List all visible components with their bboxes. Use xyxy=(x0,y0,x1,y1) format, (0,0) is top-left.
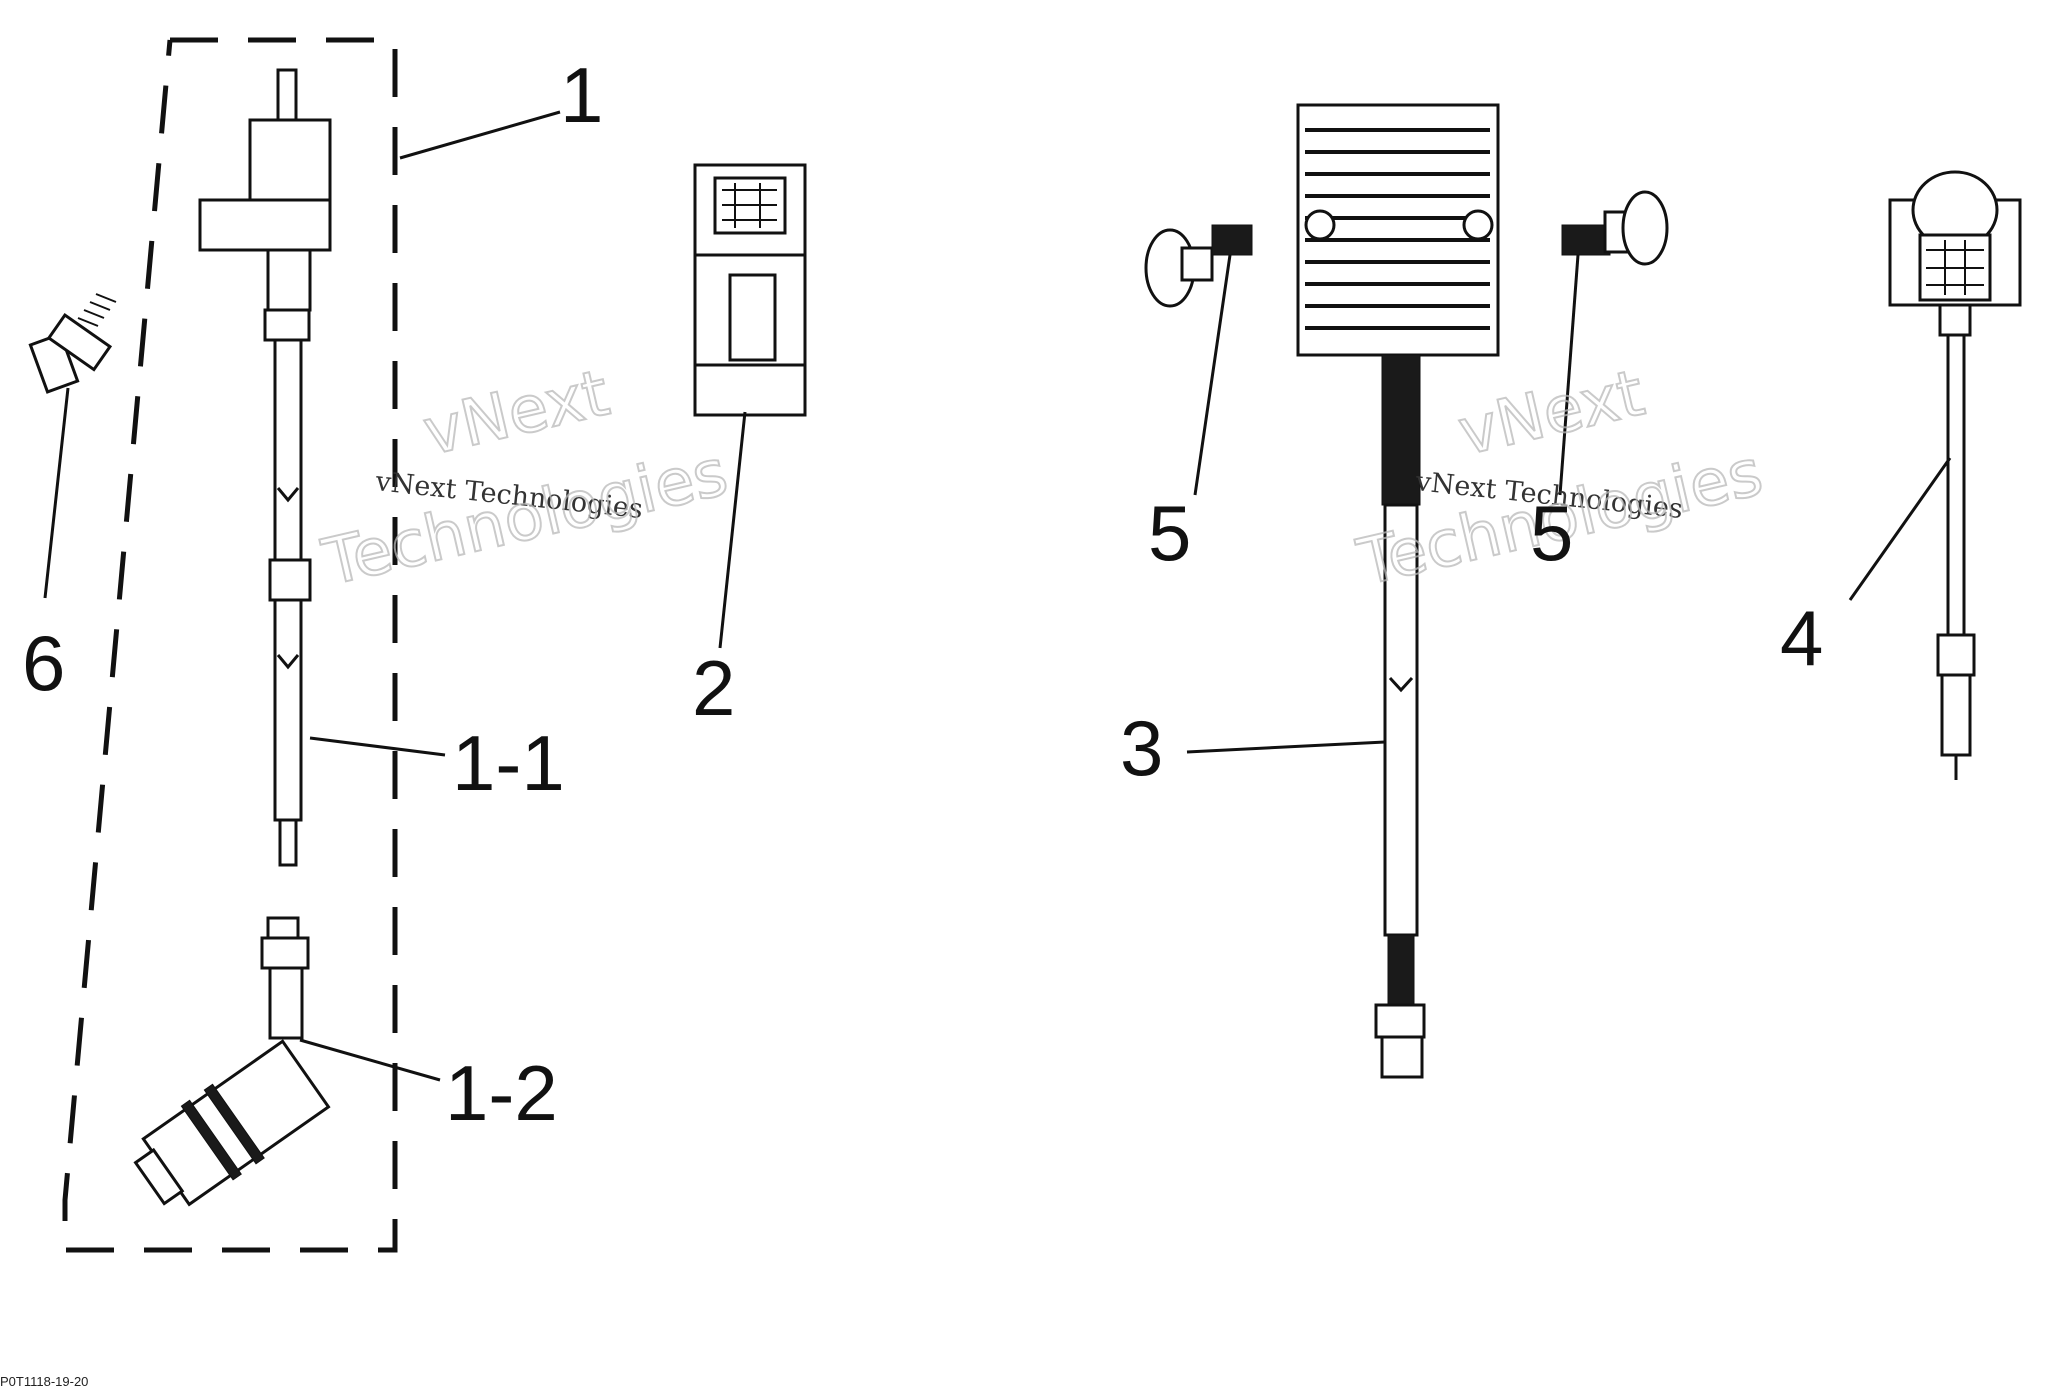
callout-5-right: 5 xyxy=(1530,489,1573,577)
callout-4: 4 xyxy=(1780,594,1823,682)
callout-1-1: 1-1 xyxy=(452,719,565,807)
part-4-sensor xyxy=(1888,170,2022,780)
callout-5-left: 5 xyxy=(1148,489,1191,577)
watermark-big-left-1: vNext xyxy=(417,356,616,470)
callout-1-2: 1-2 xyxy=(445,1049,558,1137)
callout-2: 2 xyxy=(692,644,735,732)
part-5-screw-left xyxy=(1144,224,1253,308)
callout-1: 1 xyxy=(560,51,603,139)
watermark-big-right-1: vNext xyxy=(1452,356,1651,470)
callout-3: 3 xyxy=(1120,704,1163,792)
part-5-screw-right xyxy=(1561,190,1669,266)
leader-lines xyxy=(43,110,1952,1082)
watermark-left: vNext Technologies vNext Technologies xyxy=(315,355,735,601)
assembly-boundary-1 xyxy=(62,37,398,1253)
callout-labels: 1 1-1 1-2 2 3 4 5 5 6 xyxy=(22,51,1823,1137)
part-1-2-connector xyxy=(133,916,331,1207)
part-6-bolt xyxy=(28,293,117,394)
watermark-big-left-2: Technologies xyxy=(316,436,734,601)
diagram-reference-code: P0T1118-19-20 xyxy=(0,1374,89,1389)
part-1-sensor xyxy=(198,68,332,867)
callout-6: 6 xyxy=(22,619,65,707)
part-3-regulator xyxy=(1296,103,1500,1079)
part-2-relay xyxy=(693,163,807,417)
